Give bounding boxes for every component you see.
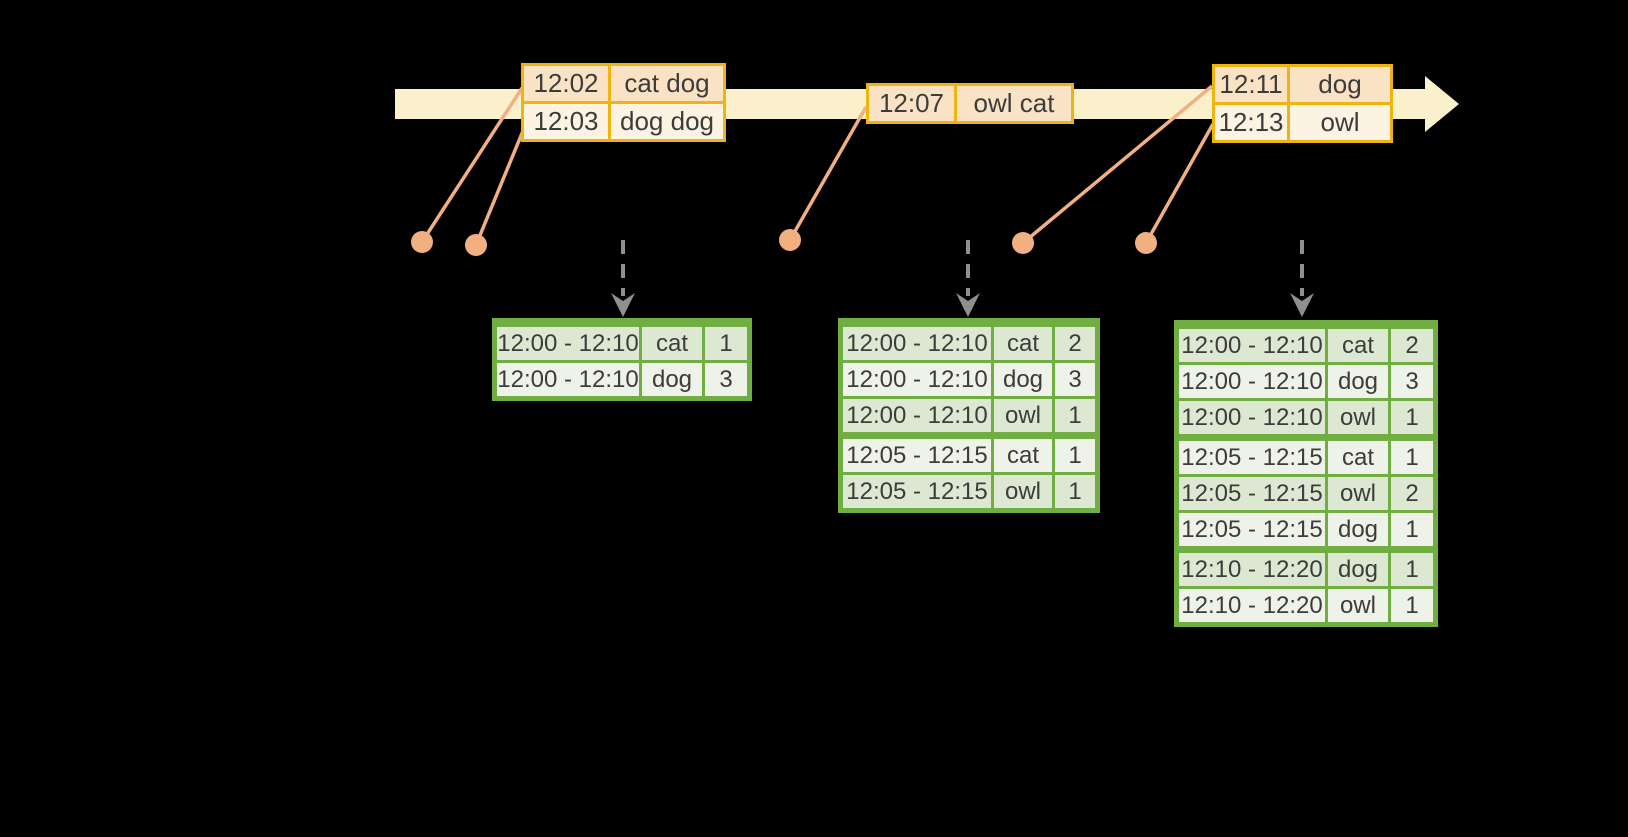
- window-cell: 12:00 - 12:10: [493, 360, 642, 400]
- timeline-arrowhead: [1425, 76, 1459, 132]
- count-cell: 2: [1388, 323, 1437, 365]
- word-cell: dog: [1325, 546, 1391, 589]
- word-cell: cat: [639, 321, 705, 363]
- window-cell: 12:00 - 12:10: [839, 396, 994, 437]
- window-cell: 12:05 - 12:15: [1175, 510, 1328, 551]
- word-cell: dog: [1325, 510, 1391, 551]
- count-cell: 3: [1052, 360, 1099, 399]
- count-cell: 1: [1388, 586, 1437, 626]
- window-cell: 12:00 - 12:10: [493, 321, 642, 363]
- window-cell: 12:05 - 12:15: [839, 432, 994, 475]
- window-cell: 12:00 - 12:10: [1175, 323, 1328, 365]
- window-cell: 12:10 - 12:20: [1175, 586, 1328, 626]
- count-cell: 1: [1388, 546, 1437, 589]
- trigger-arrow-head: [956, 293, 980, 317]
- word-cell: dog: [639, 360, 705, 400]
- window-cell: 12:00 - 12:10: [839, 360, 994, 399]
- event-connector-line: [474, 125, 527, 246]
- word-cell: cat: [1325, 434, 1391, 477]
- count-cell: 1: [702, 321, 751, 363]
- window-cell: 12:00 - 12:10: [1175, 398, 1328, 439]
- event-words-cell: owl: [1287, 102, 1393, 143]
- count-cell: 3: [702, 360, 751, 400]
- count-cell: 1: [1388, 398, 1437, 439]
- event-words-cell: dog: [1287, 64, 1393, 105]
- count-cell: 1: [1052, 472, 1099, 512]
- trigger-arrow-head: [1290, 293, 1314, 317]
- word-cell: owl: [1325, 586, 1391, 626]
- window-cell: 12:00 - 12:10: [839, 321, 994, 363]
- count-cell: 2: [1052, 321, 1099, 363]
- count-cell: 1: [1052, 432, 1099, 475]
- word-cell: cat: [1325, 323, 1391, 365]
- word-cell: owl: [991, 396, 1055, 437]
- window-cell: 12:05 - 12:15: [1175, 434, 1328, 477]
- event-dot: [411, 231, 433, 253]
- event-time-cell: 12:03: [521, 101, 611, 142]
- window-cell: 12:05 - 12:15: [839, 472, 994, 512]
- event-connector-line: [788, 106, 868, 241]
- window-cell: 12:00 - 12:10: [1175, 362, 1328, 401]
- word-cell: cat: [991, 432, 1055, 475]
- word-cell: dog: [1325, 362, 1391, 401]
- event-time-cell: 12:11: [1212, 64, 1290, 105]
- window-cell: 12:10 - 12:20: [1175, 546, 1328, 589]
- count-cell: 2: [1388, 474, 1437, 513]
- count-cell: 1: [1388, 510, 1437, 551]
- event-connector-line: [1021, 84, 1214, 245]
- count-cell: 1: [1388, 434, 1437, 477]
- event-dot: [779, 229, 801, 251]
- event-dot: [1135, 232, 1157, 254]
- event-words-cell: dog dog: [608, 101, 726, 142]
- event-connector-line: [1144, 123, 1215, 244]
- event-time-cell: 12:02: [521, 63, 611, 104]
- event-words-cell: cat dog: [608, 63, 726, 104]
- word-cell: dog: [991, 360, 1055, 399]
- word-cell: cat: [991, 321, 1055, 363]
- event-time-cell: 12:07: [866, 83, 957, 124]
- event-connector-line: [420, 87, 524, 243]
- window-cell: 12:05 - 12:15: [1175, 474, 1328, 513]
- word-cell: owl: [1325, 398, 1391, 439]
- event-words-cell: owl cat: [954, 83, 1074, 124]
- event-dot: [465, 234, 487, 256]
- word-cell: owl: [1325, 474, 1391, 513]
- event-dot: [1012, 232, 1034, 254]
- word-cell: owl: [991, 472, 1055, 512]
- event-time-cell: 12:13: [1212, 102, 1290, 143]
- trigger-arrow-head: [611, 293, 635, 317]
- count-cell: 1: [1052, 396, 1099, 437]
- count-cell: 3: [1388, 362, 1437, 401]
